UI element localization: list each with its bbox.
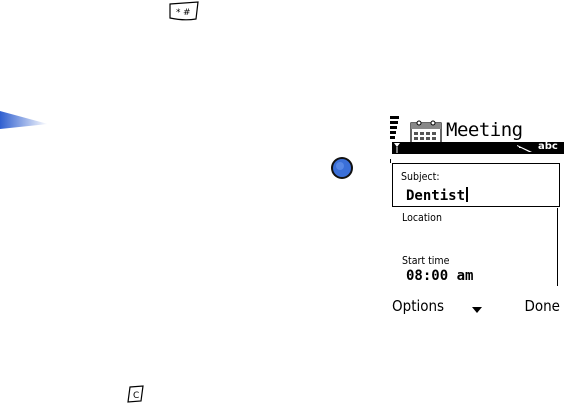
start-time-value[interactable]: 08:00 am xyxy=(406,268,473,284)
svg-text:*: * xyxy=(176,8,181,18)
text-cursor xyxy=(466,187,468,202)
subject-label: Subject: xyxy=(401,171,440,183)
signal-strength-icon xyxy=(388,115,400,163)
subject-value-text: Dentist xyxy=(406,188,465,204)
clear-key-icon: C xyxy=(126,385,146,403)
pointer-arrow-icon xyxy=(0,111,48,129)
phone-screen: Meeting abc Subject: Dentist Location St… xyxy=(388,111,564,326)
antenna-icon xyxy=(392,142,402,154)
subject-value[interactable]: Dentist xyxy=(406,187,468,204)
navigation-key-icon xyxy=(330,156,354,180)
svg-text:C: C xyxy=(133,391,139,401)
location-label[interactable]: Location xyxy=(402,212,442,224)
options-softkey[interactable]: Options xyxy=(392,297,444,315)
input-mode-indicator: abc xyxy=(538,141,558,152)
scrollbar[interactable] xyxy=(557,208,558,286)
text-input-icon xyxy=(516,144,534,153)
start-time-label[interactable]: Start time xyxy=(402,255,449,267)
chevron-down-icon xyxy=(472,307,482,313)
screen-title: Meeting xyxy=(446,119,523,141)
svg-text:#: # xyxy=(183,8,191,18)
done-softkey[interactable]: Done xyxy=(524,297,560,315)
hash-key-icon: * # xyxy=(167,0,201,22)
